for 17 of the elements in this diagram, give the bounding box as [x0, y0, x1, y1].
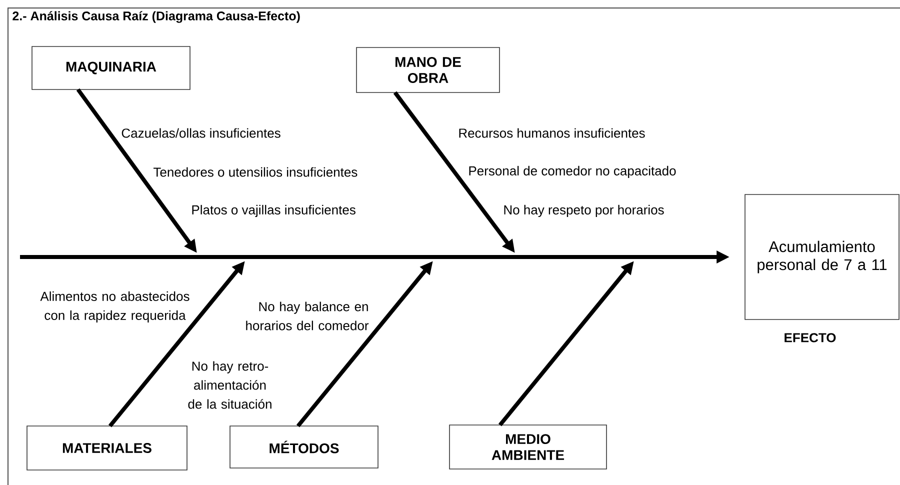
cause-label: No hay balance en horarios del comedor: [246, 302, 369, 330]
category-box: MEDIO AMBIENTE: [449, 424, 607, 470]
cause-label: Cazuelas/ollas insuficientes: [122, 128, 280, 138]
cause-label: Recursos humanos insuficientes: [459, 128, 645, 138]
title: 2.- Análisis Causa Raíz (Diagrama Causa-Efecto): [12, 11, 300, 23]
cause-label: Tenedores o utensilios insuficientes: [154, 167, 358, 177]
cause-label: No hay respeto por horarios: [504, 204, 664, 218]
category-box: MÉTODOS: [230, 426, 378, 468]
cause-label: Platos o vajillas insuficientes: [192, 204, 356, 218]
cause-label: No hay retro-alimentación de la situación: [188, 361, 272, 409]
cause-label: Alimentos no abastecidos con la rapidez requerida: [40, 291, 190, 323]
category-box: MAQUINARIA: [32, 46, 190, 90]
effect-label: EFECTO: [784, 333, 836, 342]
category-box: MATERIALES: [26, 426, 188, 470]
category-box: MANO DE OBRA: [356, 47, 500, 93]
effect-box: Acumulamiento personal de 7 a 11: [744, 194, 900, 320]
cause-label: Personal de comedor no capacitado: [469, 166, 676, 178]
